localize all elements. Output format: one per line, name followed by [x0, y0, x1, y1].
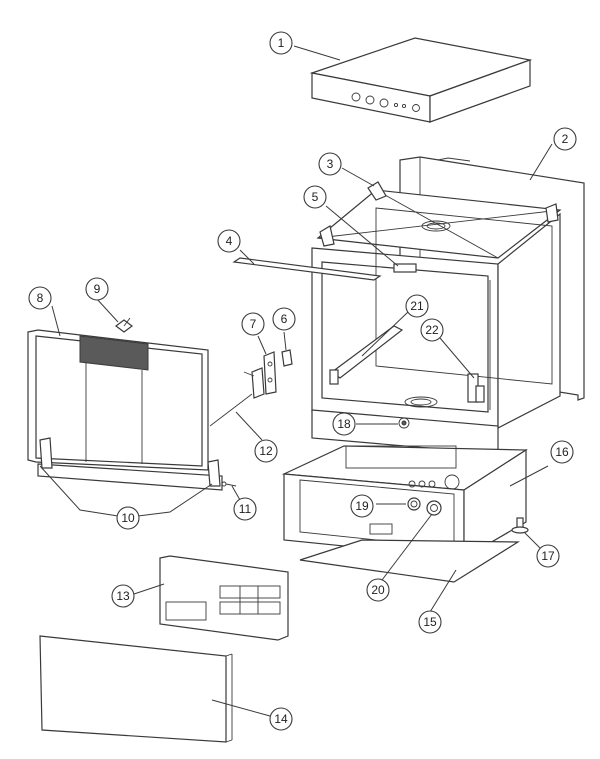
callout-label-15: 15 [423, 615, 437, 629]
callout-label-10: 10 [121, 511, 135, 525]
callout-18: 18 [332, 412, 356, 436]
part-base-unit [281, 445, 528, 560]
callout-3: 3 [318, 152, 342, 176]
callout-label-4: 4 [226, 234, 233, 248]
callout-15: 15 [418, 610, 442, 634]
callout-16: 16 [550, 440, 574, 464]
callout-9: 9 [85, 277, 109, 301]
leader-lines [39, 45, 553, 717]
callout-13: 13 [111, 584, 135, 608]
part-bottom-plate [299, 539, 521, 583]
callout-label-16: 16 [555, 445, 569, 459]
part-door-panel [27, 329, 223, 491]
callout-11: 11 [233, 497, 257, 521]
part-screw [115, 317, 133, 333]
callout-label-3: 3 [327, 157, 334, 171]
callout-label-18: 18 [337, 417, 351, 431]
callout-label-17: 17 [541, 549, 555, 563]
callout-7: 7 [241, 312, 265, 336]
callout-2: 2 [553, 127, 577, 151]
part-control-board [159, 555, 289, 641]
part-front-panel [39, 635, 233, 743]
callout-label-21: 21 [410, 299, 424, 313]
callout-6: 6 [272, 307, 296, 331]
callout-4: 4 [217, 229, 241, 253]
callout-label-2: 2 [562, 132, 569, 146]
callout-label-11: 11 [239, 502, 252, 516]
callout-label-22: 22 [425, 323, 439, 337]
callout-21: 21 [405, 294, 429, 318]
part-leveling-foot [511, 517, 529, 534]
callout-14: 14 [269, 707, 293, 731]
callout-label-19: 19 [355, 499, 369, 513]
callout-20: 20 [366, 578, 390, 602]
callout-19: 19 [350, 494, 374, 518]
callout-label-9: 9 [94, 282, 101, 296]
callout-label-5: 5 [312, 190, 319, 204]
callout-label-20: 20 [371, 583, 385, 597]
callout-label-14: 14 [274, 712, 288, 726]
callout-label-12: 12 [259, 444, 273, 458]
callout-12: 12 [254, 439, 278, 463]
part-top-cover [309, 37, 533, 123]
callout-1: 1 [269, 31, 293, 55]
part-pin [221, 481, 237, 487]
part-latch-assembly [209, 349, 293, 427]
callout-label-1: 1 [278, 36, 285, 50]
callout-label-7: 7 [250, 317, 257, 331]
part-cabinet [311, 181, 562, 455]
callout-label-13: 13 [116, 589, 130, 603]
part-hinge-brackets [39, 437, 221, 487]
callout-17: 17 [536, 544, 560, 568]
callout-label-8: 8 [37, 291, 44, 305]
callout-10: 10 [116, 506, 140, 530]
part-rail-bar [232, 257, 382, 281]
callout-8: 8 [28, 286, 52, 310]
callout-22: 22 [420, 318, 444, 342]
callout-5: 5 [303, 185, 327, 209]
callout-label-6: 6 [281, 312, 288, 326]
